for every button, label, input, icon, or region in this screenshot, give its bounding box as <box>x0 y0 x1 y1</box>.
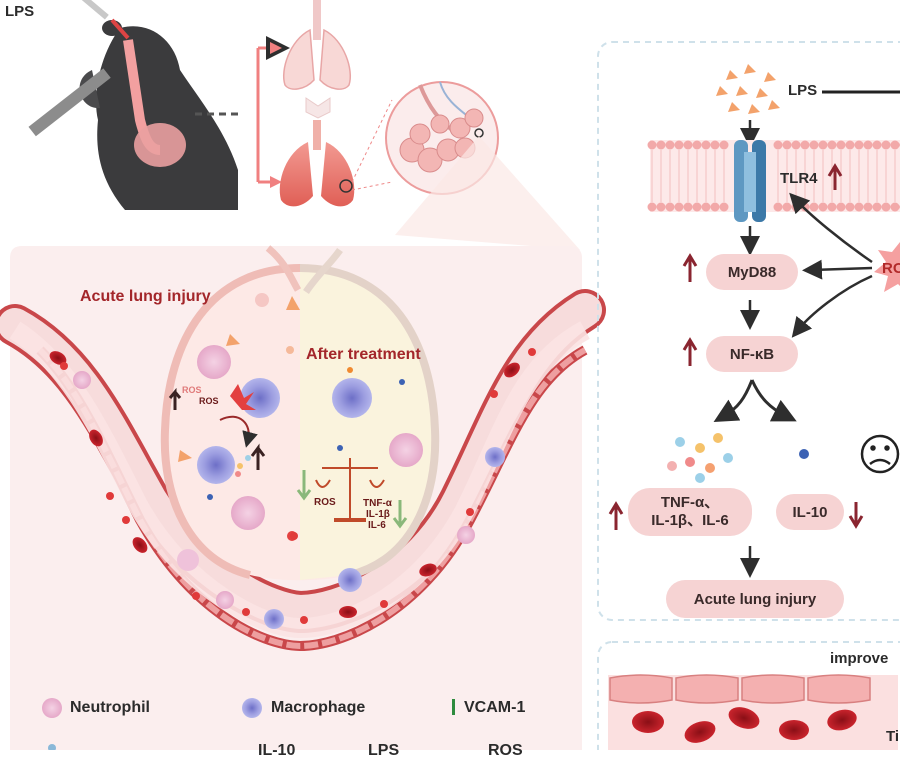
membrane-head <box>810 141 819 150</box>
il10-dot <box>799 449 809 459</box>
membrane-head <box>711 141 720 150</box>
membrane-head <box>702 141 711 150</box>
legend-neutrophil-label: Neutrophil <box>70 699 150 717</box>
membrane-head <box>801 141 810 150</box>
il10-node: IL-10 <box>776 494 844 530</box>
membrane-head <box>657 141 666 150</box>
tlr4-label: TLR4 <box>780 170 818 187</box>
cytokine-dots <box>667 433 733 483</box>
legend-macrophage-label: Macrophage <box>271 699 365 717</box>
proinflammatory-line-1: TNF-α、 <box>661 494 719 512</box>
cytokine-label-il1b: IL-1β <box>366 509 390 520</box>
membrane-head <box>819 141 828 150</box>
membrane-head <box>684 141 693 150</box>
membrane-head <box>675 141 684 150</box>
membrane-head <box>648 141 657 150</box>
myd88-up-arrow <box>684 256 696 282</box>
vcam-icon <box>452 699 455 715</box>
membrane-head <box>792 141 801 150</box>
membrane-head <box>882 141 891 150</box>
improve-cut-label: improve <box>830 650 888 667</box>
cytokine-label-il6: IL-6 <box>368 520 386 531</box>
healthy-lungs-icon <box>284 0 351 89</box>
membrane-head <box>882 203 891 212</box>
membrane-head <box>855 141 864 150</box>
membrane-head <box>774 141 783 150</box>
membrane-head <box>873 141 882 150</box>
membrane-head <box>693 141 702 150</box>
membrane-head <box>657 203 666 212</box>
transition-chevron <box>306 98 330 118</box>
lps-particles <box>716 64 780 114</box>
myd88-node: MyD88 <box>706 254 798 290</box>
cytokine-label-tnf: TNF-α <box>363 498 392 509</box>
membrane-head <box>702 203 711 212</box>
zoom-line <box>352 182 392 190</box>
membrane-head <box>864 203 873 212</box>
membrane-head <box>783 141 792 150</box>
pathway-lps-label: LPS <box>788 82 817 99</box>
membrane-head <box>720 141 729 150</box>
ros-arrows <box>796 200 872 330</box>
legend-lps-label: LPS <box>368 742 399 760</box>
injured-lungs-icon <box>280 120 355 206</box>
membrane-head <box>819 203 828 212</box>
endothelial-tissue <box>608 675 898 750</box>
tlr4-receptor <box>734 140 766 222</box>
neutrophil-icon <box>42 698 62 718</box>
membrane-head <box>891 141 900 150</box>
membrane-head <box>864 141 873 150</box>
membrane-head <box>828 203 837 212</box>
membrane-head <box>675 203 684 212</box>
cytokines-up-arrow <box>610 504 622 530</box>
cell-membrane <box>648 140 900 212</box>
ros-cut-label: RO <box>882 260 900 277</box>
membrane-head <box>666 203 675 212</box>
membrane-head <box>837 141 846 150</box>
membrane-head <box>648 203 657 212</box>
membrane-head <box>720 203 729 212</box>
membrane-head <box>846 203 855 212</box>
membrane-head <box>828 141 837 150</box>
membrane-head <box>783 203 792 212</box>
membrane-head <box>711 203 720 212</box>
membrane-head <box>873 203 882 212</box>
mouse-illustration <box>28 0 238 210</box>
membrane-head <box>846 141 855 150</box>
acute-lung-injury-node: Acute lung injury <box>666 580 844 618</box>
legend-il10-label: IL-10 <box>258 742 295 760</box>
bottom-cut-label: Ti <box>886 728 899 745</box>
proinflammatory-line-2: IL-1β、IL-6 <box>651 512 729 530</box>
membrane-head <box>891 203 900 212</box>
legend-vcam-label: VCAM-1 <box>464 699 525 717</box>
membrane-head <box>684 203 693 212</box>
acute-lung-injury-label: Acute lung injury <box>80 288 211 306</box>
sad-face-icon <box>862 436 898 472</box>
top-lps-label: LPS <box>5 3 34 20</box>
il10-down-arrow <box>850 502 862 526</box>
legend-ros-label: ROS <box>488 742 523 760</box>
membrane-head <box>810 203 819 212</box>
membrane-head <box>666 141 675 150</box>
ros-small-label-2: ROS <box>199 396 219 406</box>
macrophage-icon <box>242 698 262 718</box>
membrane-head <box>693 203 702 212</box>
ros-balance-label: ROS <box>314 497 336 508</box>
membrane-head <box>855 203 864 212</box>
nfkb-node: NF-κB <box>706 336 798 372</box>
ros-small-label-1: ROS <box>182 385 202 395</box>
membrane-head <box>837 203 846 212</box>
branch-arrows <box>724 380 786 416</box>
membrane-head <box>774 203 783 212</box>
proinflammatory-node: TNF-α、 IL-1β、IL-6 <box>628 488 752 536</box>
lung-bracket <box>258 42 282 188</box>
nfkb-up-arrow <box>684 340 696 366</box>
after-treatment-label: After treatment <box>306 346 421 364</box>
